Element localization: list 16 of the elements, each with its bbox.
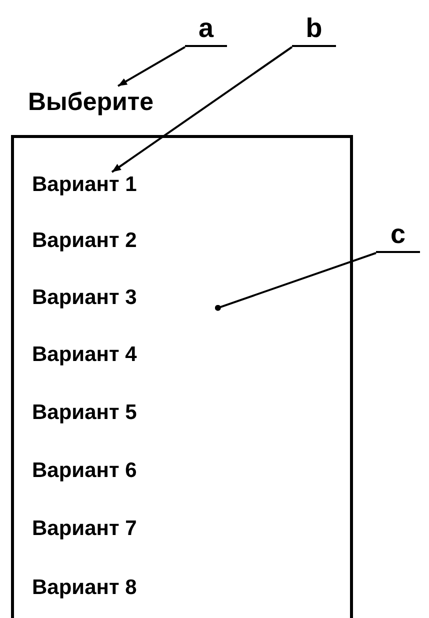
callout-letter: c xyxy=(376,220,420,253)
heading-text: Выберите xyxy=(28,86,168,118)
callout-letter: a xyxy=(185,14,227,47)
option-text: Вариант 7 xyxy=(32,516,182,542)
option-text: Вариант 4 xyxy=(32,342,182,368)
leader-line xyxy=(118,46,186,87)
leader-line xyxy=(214,252,376,311)
option-text: Вариант 6 xyxy=(32,458,182,484)
list-box xyxy=(11,135,353,618)
option-text: Вариант 2 xyxy=(32,228,182,254)
leader-line xyxy=(111,46,293,173)
option-text: Вариант 3 xyxy=(32,285,182,311)
option-text: Вариант 1 xyxy=(32,172,182,198)
option-text: Вариант 5 xyxy=(32,400,182,426)
option-text: Вариант 8 xyxy=(32,575,182,601)
callout-letter: b xyxy=(292,14,336,47)
